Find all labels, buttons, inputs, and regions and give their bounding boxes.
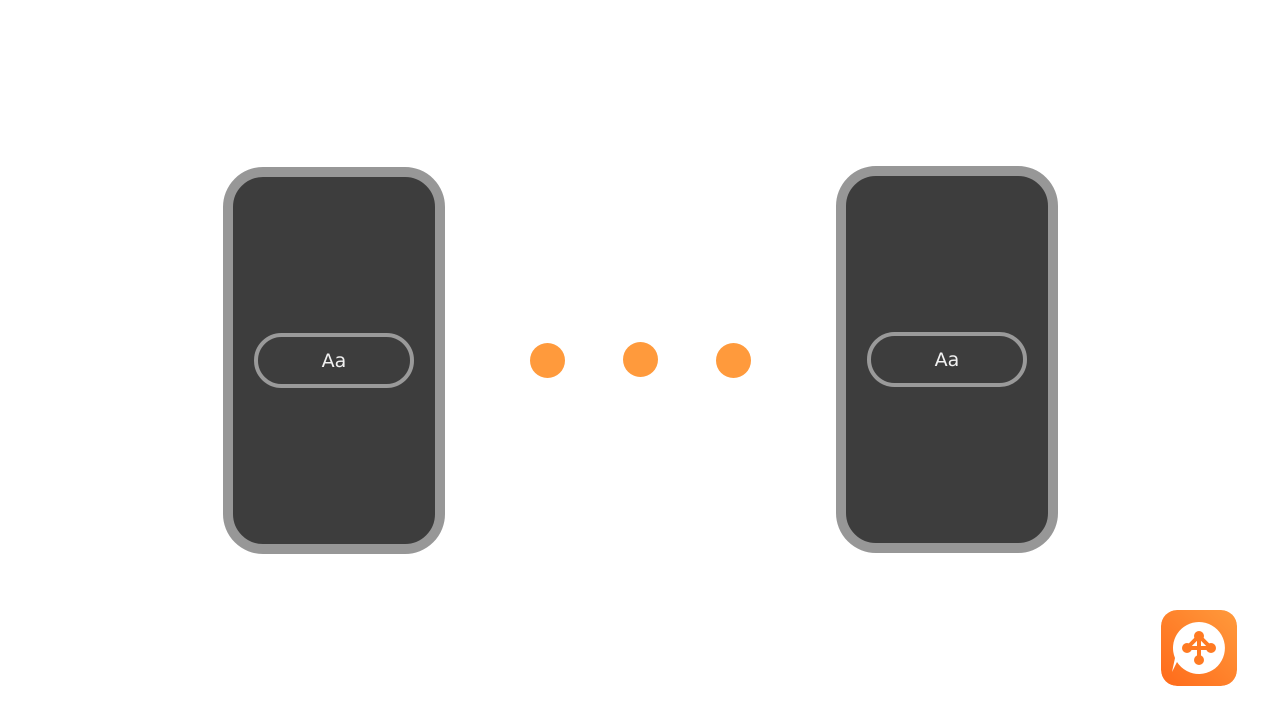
typing-dot-2 xyxy=(623,342,658,377)
right-phone-text-input[interactable]: Aa xyxy=(867,332,1027,387)
left-phone-input-text: Aa xyxy=(321,349,347,372)
right-phone-input-text: Aa xyxy=(934,348,960,371)
right-phone: Aa xyxy=(836,166,1058,553)
typing-dot-1 xyxy=(530,343,565,378)
chat-bubble-network-icon xyxy=(1161,610,1237,686)
left-phone-text-input[interactable]: Aa xyxy=(254,333,414,388)
typing-dot-3 xyxy=(716,343,751,378)
left-phone: Aa xyxy=(223,167,445,554)
